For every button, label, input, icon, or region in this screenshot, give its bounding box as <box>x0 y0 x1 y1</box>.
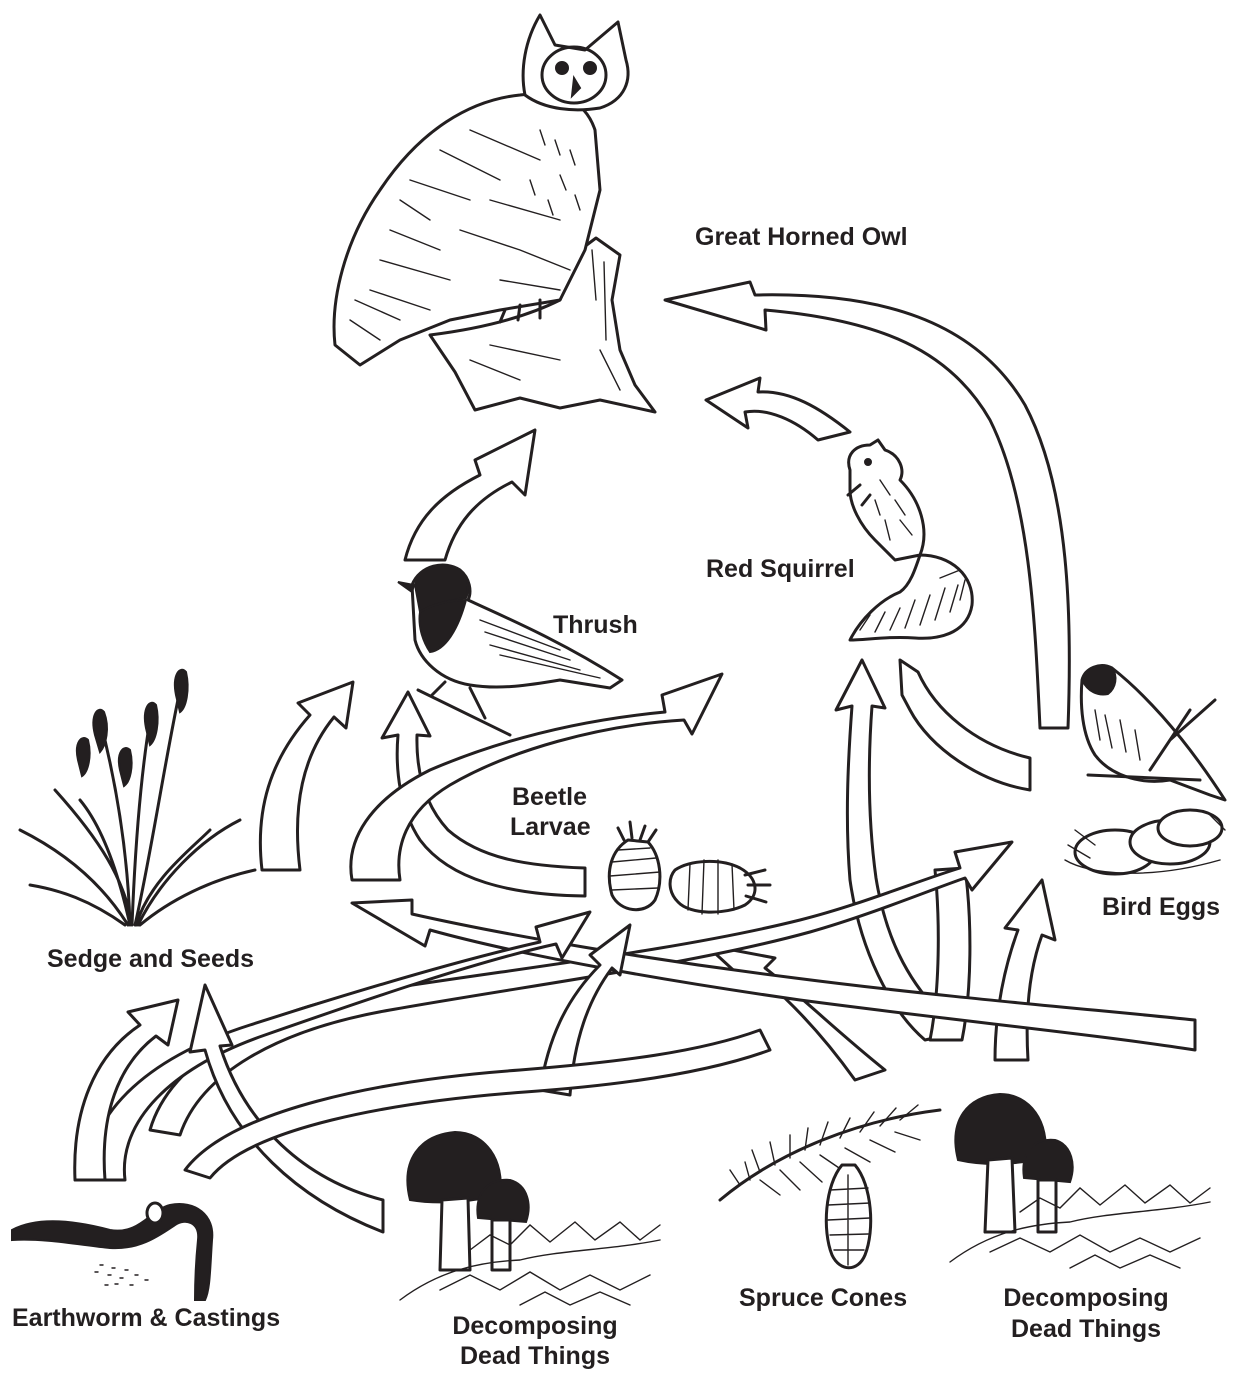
label-decomposing-left-line2: Dead Things <box>432 1342 638 1371</box>
label-decomposing-right-line1: Decomposing <box>983 1284 1189 1313</box>
red-squirrel-illustration <box>848 440 972 640</box>
label-beetle-larvae-line2: Larvae <box>510 813 591 842</box>
spruce-cones-illustration <box>720 1105 940 1268</box>
label-decomposing-right-line2: Dead Things <box>983 1315 1189 1344</box>
mushrooms-left-illustration <box>400 1132 660 1305</box>
label-bird-eggs: Bird Eggs <box>1102 893 1220 922</box>
food-web-arrows <box>75 282 1195 1232</box>
label-sedge-and-seeds: Sedge and Seeds <box>47 945 254 974</box>
arrow-sedge-to-thrush <box>260 682 353 870</box>
label-beetle-larvae-line1: Beetle <box>512 783 587 812</box>
arrow-thrush-to-owl <box>405 430 535 560</box>
arrow-decomp-to-eggs <box>995 880 1055 1060</box>
label-spruce-cones: Spruce Cones <box>739 1284 907 1313</box>
thrush-illustration <box>398 565 622 735</box>
bird-eggs-illustration <box>1065 666 1225 874</box>
label-decomposing-left-line1: Decomposing <box>432 1312 638 1341</box>
label-earthworm-castings: Earthworm & Castings <box>12 1304 280 1333</box>
mushrooms-right-illustration <box>950 1094 1210 1268</box>
great-horned-owl-illustration <box>334 15 655 412</box>
arrow-eggs-to-squirrel <box>900 660 1030 790</box>
label-great-horned-owl: Great Horned Owl <box>695 223 908 252</box>
label-thrush: Thrush <box>553 611 638 640</box>
label-red-squirrel: Red Squirrel <box>706 555 855 584</box>
beetle-larvae-illustration <box>609 822 770 914</box>
sedge-illustration <box>20 670 255 925</box>
arrow-squirrel-to-owl-short <box>706 378 850 440</box>
earthworm-illustration <box>12 1203 212 1300</box>
